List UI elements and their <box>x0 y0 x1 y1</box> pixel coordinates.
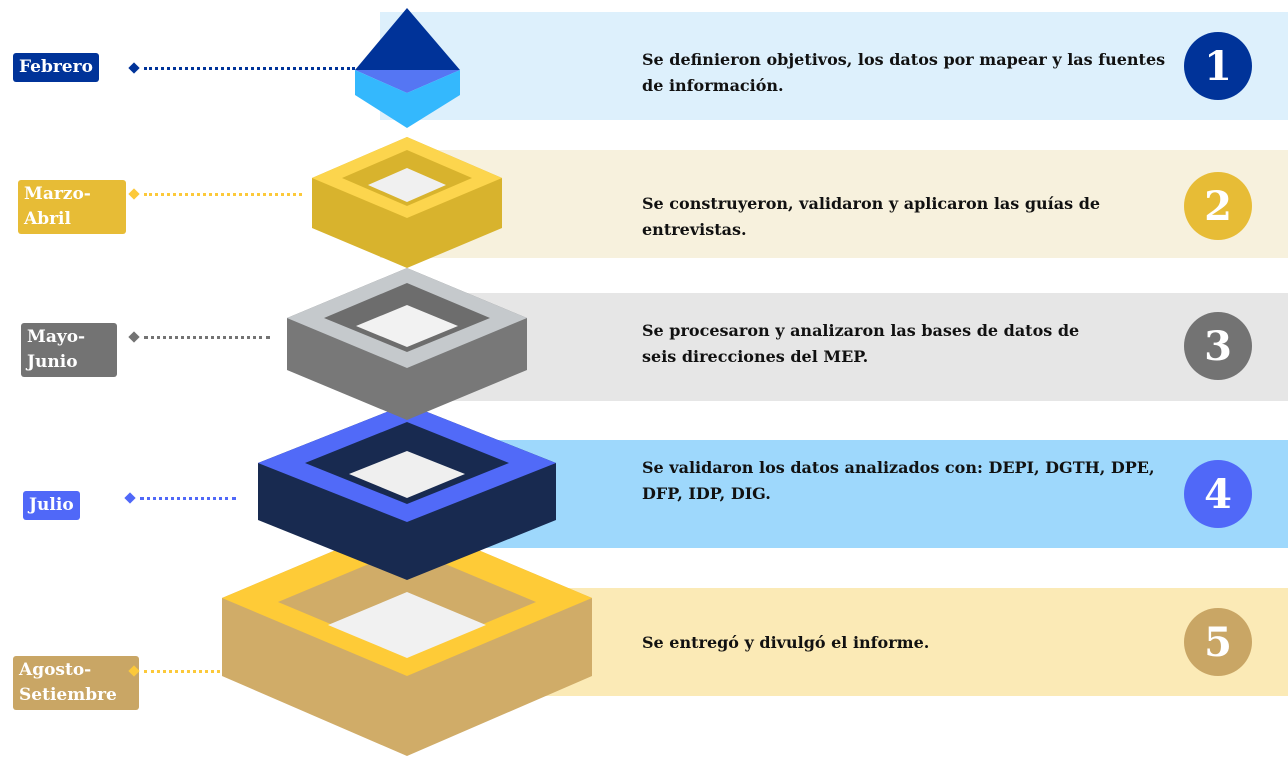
month-label-5: Agosto-Setiembre <box>13 656 139 710</box>
dotted-line <box>144 670 220 673</box>
month-label-4: Julio <box>23 491 80 520</box>
step-4-description: Se validaron los datos analizados con: D… <box>642 458 1155 503</box>
connector-3 <box>128 331 270 343</box>
diamond-icon <box>128 62 140 74</box>
step-1-number-circle: 1 <box>1184 32 1252 100</box>
layer-3-shape <box>287 268 527 420</box>
step-1-description: Se definieron objetivos, los datos por m… <box>642 50 1166 95</box>
step-4-number-circle: 4 <box>1184 460 1252 528</box>
step-2-band <box>380 150 1288 258</box>
layer-2-shape <box>312 137 502 268</box>
step-3-band <box>380 293 1288 401</box>
dotted-line <box>144 336 270 339</box>
month-label-3: Mayo-Junio <box>21 323 117 377</box>
layer-1-shape <box>355 8 460 128</box>
step-2-number-circle: 2 <box>1184 172 1252 240</box>
diamond-icon <box>128 665 140 677</box>
layer-4-shape <box>258 404 556 580</box>
connector-4 <box>124 492 236 504</box>
month-label-2-text: Marzo-Abril <box>24 184 91 229</box>
step-3-description: Se procesaron y analizaron las bases de … <box>642 321 1080 366</box>
layer-5-shape <box>222 520 592 756</box>
diamond-icon <box>128 188 140 200</box>
diamond-icon <box>124 492 136 504</box>
dotted-line <box>144 193 302 196</box>
dotted-line <box>140 497 236 500</box>
step-1-band <box>380 12 1288 120</box>
connector-1 <box>128 62 355 74</box>
month-label-5-text: Agosto-Setiembre <box>19 660 117 705</box>
step-5-description: Se entregó y divulgó el informe. <box>642 633 930 652</box>
step-2-description: Se construyeron, validaron y aplicaron l… <box>642 194 1101 239</box>
month-label-1: Febrero <box>13 53 99 82</box>
connector-2 <box>128 188 302 200</box>
connector-5 <box>128 665 220 677</box>
month-label-3-text: Mayo-Junio <box>27 327 86 372</box>
step-5-number-circle: 5 <box>1184 608 1252 676</box>
step-3-number-circle: 3 <box>1184 312 1252 380</box>
dotted-line <box>144 67 355 70</box>
month-label-2: Marzo-Abril <box>18 180 126 234</box>
diamond-icon <box>128 331 140 343</box>
